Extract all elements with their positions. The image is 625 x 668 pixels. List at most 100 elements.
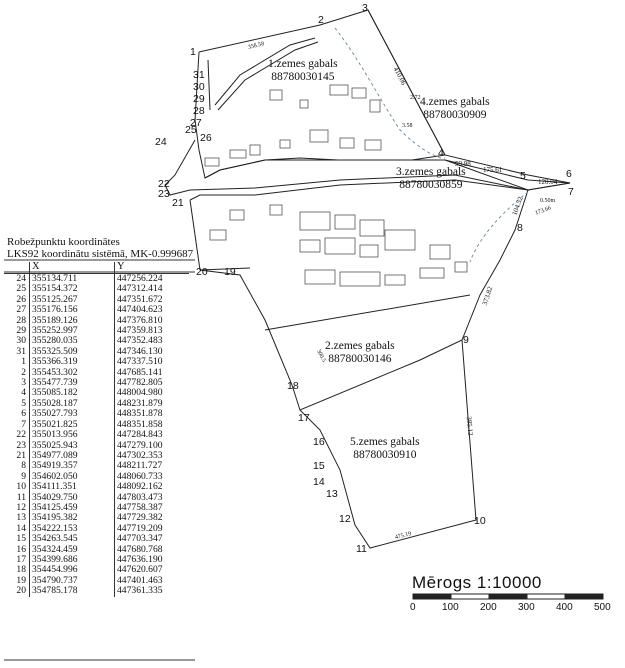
y-coordinate-cell: 447256.224 [117, 273, 163, 284]
x-coordinate-cell: 354222.153 [29, 523, 115, 535]
column-x: X [29, 262, 115, 274]
x-coordinate-cell: 354454.996 [29, 564, 115, 576]
point-number-cell: 31 [4, 346, 30, 358]
point-label: 8 [517, 222, 523, 234]
point-label: 26 [200, 132, 212, 144]
point-label: 11 [356, 543, 367, 555]
x-coordinate-cell: 355325.509 [29, 346, 115, 358]
boundary-parcel-2 [189, 179, 529, 411]
boundary-parcel-4 [367, 9, 571, 191]
y-coordinate-cell: 447803.473 [117, 491, 163, 503]
x-coordinate-cell: 354399.686 [29, 554, 115, 566]
point-number-cell: 7 [4, 419, 30, 431]
point-number-cell: 10 [4, 481, 30, 493]
point-label: 10 [474, 515, 486, 527]
point-label: 30 [193, 81, 205, 93]
x-coordinate-cell: 354324.459 [29, 544, 115, 555]
point-number-cell: 16 [4, 544, 30, 555]
y-coordinate-cell: 447346.130 [117, 345, 163, 357]
point-label: 15 [313, 460, 325, 472]
x-coordinate-cell: 355013.956 [29, 429, 115, 441]
x-coordinate-cell: 355453.302 [29, 367, 115, 379]
segment-length-label: 0.50m [540, 198, 556, 204]
point-label: 22 [158, 178, 170, 190]
point-label: 14 [313, 476, 325, 488]
y-coordinate-cell: 447719.209 [117, 522, 163, 534]
x-coordinate-cell: 355085.182 [29, 388, 115, 399]
y-coordinate-cell: 448092.162 [117, 481, 163, 493]
point-number-cell: 11 [4, 492, 30, 503]
scale-title: Mērogs 1:10000 [412, 573, 542, 592]
x-coordinate-cell: 355154.372 [29, 283, 115, 295]
y-coordinate-cell: 448211.727 [117, 460, 163, 472]
x-coordinate-cell: 355021.825 [29, 419, 115, 431]
point-number-cell: 6 [4, 408, 30, 420]
coordinates-title: Robežpunktu koordinātes LKS92 koordinātu… [7, 236, 194, 260]
point-label: 9 [463, 334, 469, 346]
y-coordinate-cell: 447337.510 [117, 356, 163, 368]
point-number-cell: 12 [4, 502, 30, 514]
y-coordinate-cell: 447782.805 [117, 377, 163, 389]
point-number-cell: 17 [4, 554, 30, 566]
point-label: 2 [318, 14, 324, 26]
segment-length-label: 120.04 [538, 178, 558, 186]
point-number-cell: 20 [4, 585, 30, 597]
y-coordinate-cell: 447401.463 [117, 574, 163, 586]
point-number-cell: 21 [4, 450, 30, 462]
x-coordinate-cell: 354125.459 [29, 502, 115, 514]
y-coordinate-cell: 447279.100 [117, 439, 163, 451]
point-label: 31 [193, 69, 205, 81]
point-label: 3 [362, 2, 368, 14]
y-coordinate-cell: 447284.843 [117, 429, 163, 441]
y-coordinate-cell: 447758.387 [117, 501, 163, 513]
point-number-cell: 4 [4, 388, 30, 399]
point-number-cell: 14 [4, 523, 30, 535]
y-coordinate-cell: 447703.347 [117, 533, 163, 545]
point-number-cell: 19 [4, 575, 30, 587]
point-label: 5 [520, 170, 526, 182]
y-coordinate-cell: 447361.335 [117, 585, 163, 597]
x-coordinate-cell: 354919.357 [29, 460, 115, 472]
scale-bar-segment [489, 594, 527, 599]
point-number-cell: 30 [4, 336, 30, 347]
y-coordinate-cell: 447351.672 [117, 293, 163, 305]
point-label: 21 [172, 197, 184, 209]
column-number [4, 262, 30, 274]
column-y: Y [114, 262, 189, 274]
point-number-cell: 23 [4, 440, 30, 451]
y-coordinate-cell: 447302.353 [117, 449, 163, 461]
segment-length-label: 59.98 [455, 160, 471, 168]
x-coordinate-cell: 355027.793 [29, 408, 115, 420]
x-coordinate-cell: 355125.267 [29, 294, 115, 306]
x-coordinate-cell: 355366.319 [29, 356, 115, 368]
x-coordinate-cell: 355189.126 [29, 315, 115, 327]
y-coordinate-cell: 448004.980 [117, 387, 163, 399]
point-number-cell: 27 [4, 304, 30, 316]
x-coordinate-cell: 355134.711 [29, 273, 115, 285]
point-number-cell: 24 [4, 273, 30, 285]
y-coordinate-cell: 447620.607 [117, 564, 163, 576]
